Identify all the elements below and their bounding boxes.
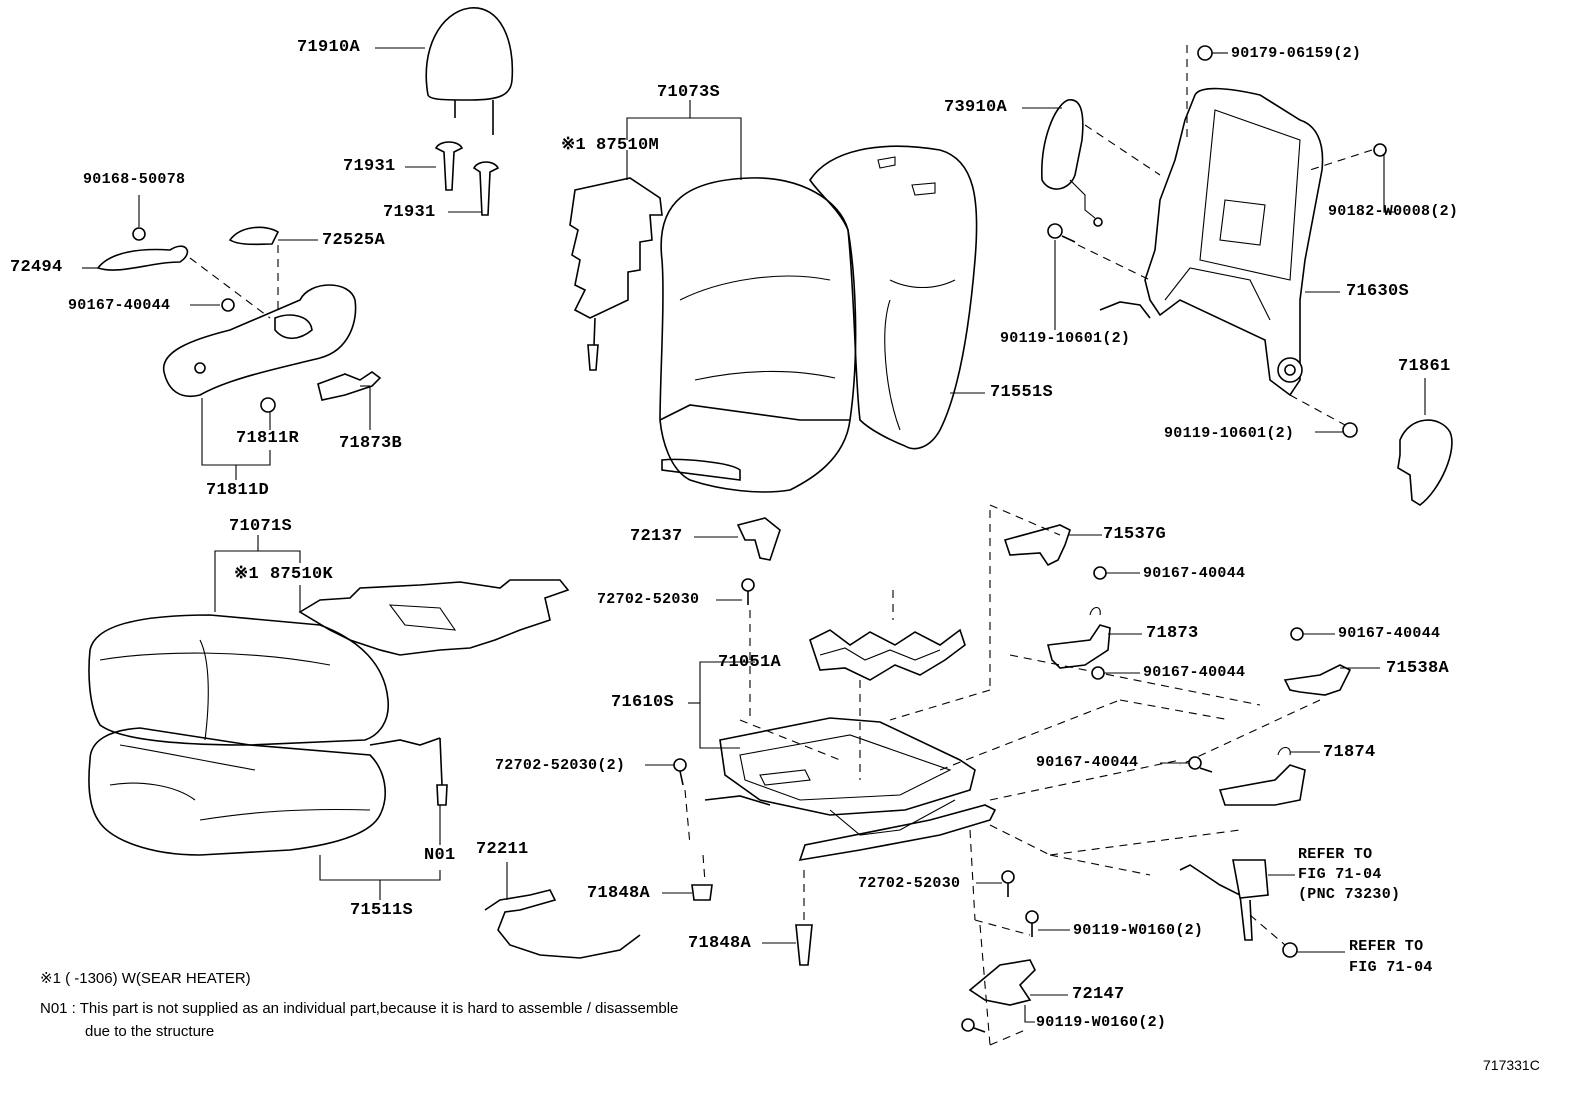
part-label-90182-W0008[interactable]: 90182-W0008(2) xyxy=(1328,203,1459,220)
bolt-drawing xyxy=(1047,223,1151,330)
part-label-71538A[interactable]: 71538A xyxy=(1386,659,1450,678)
heater-note: ※1 ( -1306) W(SEAR HEATER) xyxy=(40,970,251,987)
part-label-71873[interactable]: 71873 xyxy=(1146,624,1199,643)
part-label-71861[interactable]: 71861 xyxy=(1398,357,1451,376)
part-label-90119-10601-upper[interactable]: 90119-10601(2) xyxy=(1000,330,1131,347)
part-label-71051A[interactable]: 71051A xyxy=(718,653,782,672)
part-label-72494[interactable]: 72494 xyxy=(10,258,63,277)
seatback-drawing xyxy=(569,100,985,493)
refer-label-1-line2[interactable]: FIG 71-04 xyxy=(1298,866,1382,883)
seatback-frame-drawing xyxy=(1099,45,1395,438)
part-label-72702-52030-upper[interactable]: 72702-52030 xyxy=(597,591,700,608)
part-label-71537G[interactable]: 71537G xyxy=(1103,525,1167,544)
n01-note-line2: due to the structure xyxy=(85,1023,215,1040)
buckle-drawing xyxy=(961,859,1345,1033)
figure-code: 717331C xyxy=(1483,1057,1540,1073)
part-label-73910A[interactable]: 73910A xyxy=(944,98,1008,117)
part-label-71848A-lower[interactable]: 71848A xyxy=(688,934,752,953)
part-label-90168-50078[interactable]: 90168-50078 xyxy=(83,171,186,188)
frame-bolts-drawing xyxy=(645,517,1070,966)
side-airbag-drawing xyxy=(1022,99,1161,227)
part-label-71511S[interactable]: 71511S xyxy=(350,901,414,920)
part-label-72137[interactable]: 72137 xyxy=(630,527,683,546)
part-label-87510M[interactable]: 87510M xyxy=(596,136,660,155)
part-label-72211[interactable]: 72211 xyxy=(476,840,529,859)
heater-mark-1: ※1 xyxy=(561,136,587,155)
part-label-90167-40044-a[interactable]: 90167-40044 xyxy=(1143,565,1246,582)
part-label-71931-lower[interactable]: 71931 xyxy=(383,203,436,222)
refer-label-2-line1[interactable]: REFER TO xyxy=(1349,938,1424,955)
part-label-90167-40044-top-left[interactable]: 90167-40044 xyxy=(68,297,171,314)
part-label-90119-W0160-lower[interactable]: 90119-W0160(2) xyxy=(1036,1014,1167,1031)
part-label-71551S[interactable]: 71551S xyxy=(990,383,1054,402)
part-label-90167-40044-b[interactable]: 90167-40044 xyxy=(1143,664,1246,681)
part-label-N01[interactable]: N01 xyxy=(424,846,456,865)
part-label-71811D[interactable]: 71811D xyxy=(206,481,270,500)
part-label-71873B[interactable]: 71873B xyxy=(339,434,403,453)
part-label-90167-40044-c[interactable]: 90167-40044 xyxy=(1338,625,1441,642)
recliner-cover-drawing xyxy=(1397,378,1453,506)
heater-mark-2: ※1 xyxy=(234,565,260,584)
headrest-guide-drawing xyxy=(405,141,500,216)
part-label-71073S[interactable]: 71073S xyxy=(657,83,721,102)
part-label-71931[interactable]: 71931 xyxy=(343,157,396,176)
part-label-71610S[interactable]: 71610S xyxy=(611,693,675,712)
refer-label-1-line3[interactable]: (PNC 73230) xyxy=(1298,886,1401,903)
part-label-71910A[interactable]: 71910A xyxy=(297,38,361,57)
seat-cushion-drawing xyxy=(88,535,570,900)
part-label-90179-06159[interactable]: 90179-06159(2) xyxy=(1231,45,1362,62)
headrest-drawing xyxy=(375,7,514,135)
part-label-90119-W0160-upper[interactable]: 90119-W0160(2) xyxy=(1073,922,1204,939)
refer-label-2-line2[interactable]: FIG 71-04 xyxy=(1349,959,1433,976)
part-label-71848A-upper[interactable]: 71848A xyxy=(587,884,651,903)
part-label-71874[interactable]: 71874 xyxy=(1323,743,1376,762)
seat-frame-drawing xyxy=(688,504,1321,1046)
part-label-87510K[interactable]: 87510K xyxy=(270,565,334,584)
part-label-71811R[interactable]: 71811R xyxy=(236,429,300,448)
part-label-71630S[interactable]: 71630S xyxy=(1346,282,1410,301)
part-label-71071S[interactable]: 71071S xyxy=(229,517,293,536)
part-label-72147[interactable]: 72147 xyxy=(1072,985,1125,1004)
side-cover-drawing xyxy=(82,195,382,480)
brackets-drawing xyxy=(1003,524,1380,806)
n01-note-line1: N01 : This part is not supplied as an in… xyxy=(40,1000,679,1017)
harness-drawing xyxy=(484,862,641,959)
part-label-72525A[interactable]: 72525A xyxy=(322,231,386,250)
part-label-90119-10601-lower[interactable]: 90119-10601(2) xyxy=(1164,425,1295,442)
part-label-72702-52030-lower[interactable]: 72702-52030 xyxy=(858,875,961,892)
refer-label-1-line1[interactable]: REFER TO xyxy=(1298,846,1373,863)
part-label-72702-52030-2[interactable]: 72702-52030(2) xyxy=(495,757,626,774)
part-label-90167-40044-d[interactable]: 90167-40044 xyxy=(1036,754,1139,771)
